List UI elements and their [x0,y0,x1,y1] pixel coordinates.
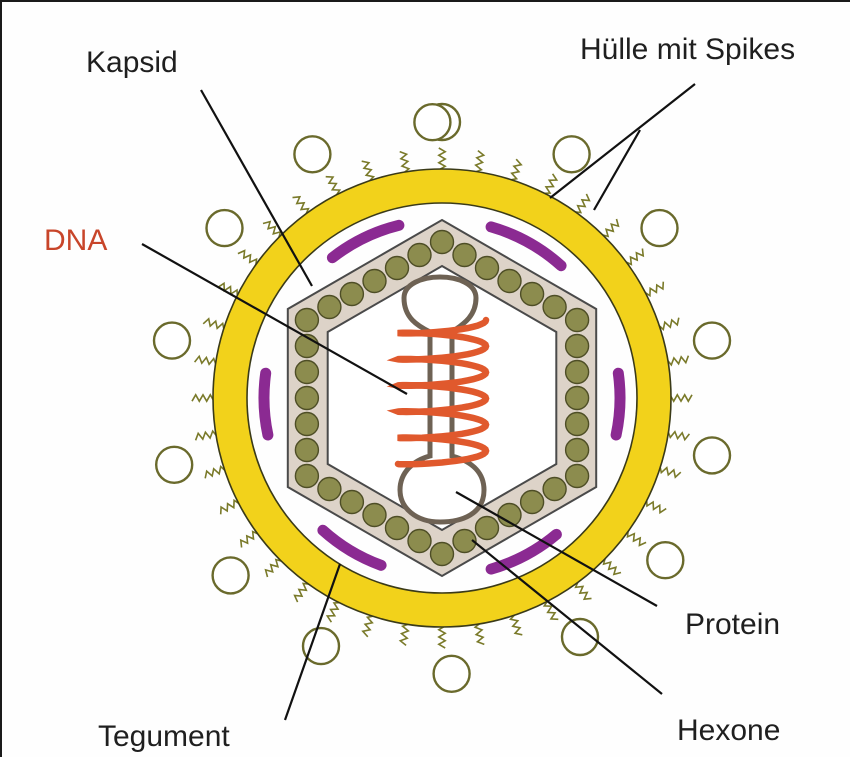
spike-stalk [241,532,260,548]
spike-stalk [667,356,689,365]
capsomer [566,387,589,410]
capsomer [363,270,386,293]
spike-stalk [266,560,283,577]
label-dna: DNA [44,224,107,257]
spike-head [156,447,192,483]
spike-stalk [475,623,484,645]
capsomer [566,439,589,462]
label-tegument: Tegument [98,720,230,753]
capsomer [566,309,589,332]
capsomer [408,244,431,267]
tegument-arc [616,373,620,435]
capsomer [566,413,589,436]
spike-stalk [670,395,692,401]
capsomer [363,504,386,527]
spike-stalk [192,395,214,401]
spike-head [694,437,730,473]
capsomer [295,309,318,332]
spike-stalk [601,219,618,236]
spike-stalk [509,159,521,180]
capsomer [498,270,521,293]
spike-head [294,136,330,172]
capsomer [476,517,499,540]
spike-stalk [400,624,409,646]
capsomer [295,439,318,462]
spike-head [694,323,730,359]
capsomer [521,491,544,514]
capsomer [340,491,363,514]
spike-stalk [205,467,226,479]
spike-stalk [511,614,523,635]
huelle-leader-line-2 [594,130,640,210]
spike-stalk [362,161,374,182]
spike-stalk [576,581,592,600]
capsomer [566,335,589,358]
spike-stalk [400,152,409,174]
capsomer [476,257,499,280]
capsomer [453,244,476,267]
spike-stalk [195,356,217,365]
capsomer [543,478,566,501]
spike-stalk [660,465,681,477]
label-kapsid: Kapsid [86,46,178,79]
spike-stalk [439,626,445,648]
capsomer [295,387,318,410]
capsomer [431,543,454,566]
spike-stalk [238,251,257,267]
spike-stalk [543,174,557,194]
capsomer [566,465,589,488]
spike-stalk [363,616,375,637]
spike-head [647,542,683,578]
spike-head [554,136,590,172]
spike-head [414,104,450,140]
capsomer [543,296,566,319]
spike-stalk [327,603,341,623]
label-huelle-mit-spikes: Hülle mit Spikes [580,33,795,66]
capsomer [408,530,431,553]
spike-stalk [293,197,309,216]
capsomer [295,361,318,384]
spike-stalk [658,318,679,330]
spike-stalk [295,584,311,603]
spike-stalk [625,249,644,265]
label-hexone: Hexone [677,714,780,747]
capsomer [431,231,454,254]
spike-stalk [196,431,218,440]
spike-head [303,628,339,664]
capsomer [340,283,363,306]
capsomer [386,517,409,540]
capsomer [318,296,341,319]
spike-head [434,656,470,692]
label-protein: Protein [685,608,780,641]
spike-stalk [203,319,224,331]
spike-stalk [668,431,690,440]
spike-stalk [439,148,445,170]
capsomer [386,257,409,280]
spike-head [642,210,678,246]
spike-head [154,323,190,359]
capsomer [521,283,544,306]
spike-head [213,557,249,593]
spike-stalk [475,151,484,173]
spike-stalk [647,499,667,513]
spike-stalk [604,557,621,574]
spike-stalk [573,194,589,213]
capsomer [318,478,341,501]
capsomer [295,413,318,436]
tegument-arc [264,373,268,435]
spike-stalk [628,529,647,545]
kapsid-leader-line [201,90,312,286]
capsomer [566,361,589,384]
spike-head [207,210,243,246]
capsomer [295,465,318,488]
